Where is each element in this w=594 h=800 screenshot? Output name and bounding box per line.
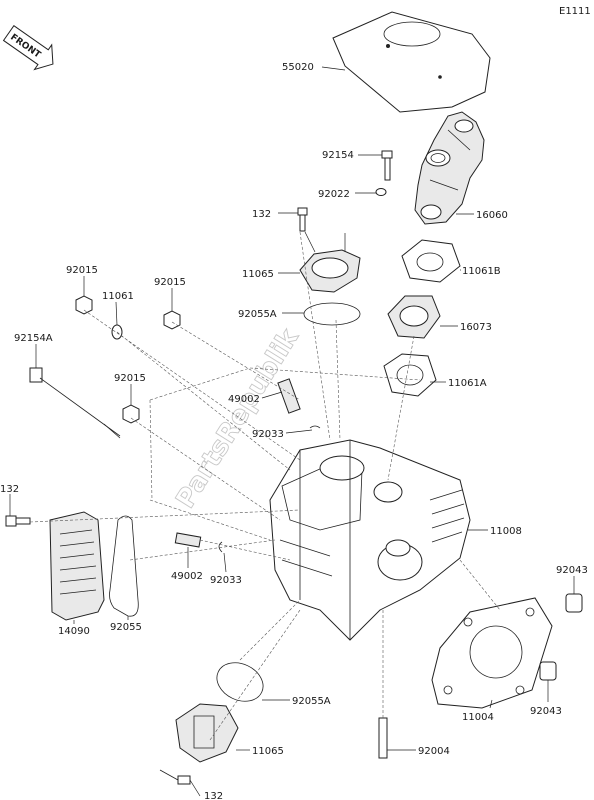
- part-92015-nut-c: [122, 404, 140, 424]
- part-label: 132: [204, 791, 223, 800]
- part-49002-tappet-upper: [277, 378, 301, 414]
- part-label: 92043: [530, 706, 562, 717]
- part-92043-dowel-upper: [565, 593, 583, 613]
- part-label: 92004: [418, 746, 450, 757]
- part-label: 132: [252, 209, 271, 220]
- part-label: 49002: [228, 394, 260, 405]
- part-92015-nut-b: [163, 310, 181, 330]
- part-92154-bolt: [381, 150, 393, 181]
- part-label: 14090: [58, 626, 90, 637]
- part-92055a-oring-lower: [216, 662, 264, 702]
- part-label: 16060: [476, 210, 508, 221]
- part-label: 11061B: [462, 266, 501, 277]
- part-132-bolts-lower: [159, 769, 191, 785]
- part-92154a-stud: [29, 367, 121, 439]
- part-label: 11061A: [448, 378, 487, 389]
- part-16060-intake-pipe: [414, 111, 485, 225]
- diagram-code: E1111: [559, 6, 591, 17]
- part-label: 92033: [252, 429, 284, 440]
- part-label: 92015: [66, 265, 98, 276]
- part-11061b-gasket: [401, 239, 461, 283]
- front-arrow-icon: FRONT: [2, 25, 54, 71]
- part-label: 92015: [114, 373, 146, 384]
- part-label: 11008: [490, 526, 522, 537]
- part-label: 92055A: [292, 696, 331, 707]
- part-92055a-oring-upper: [303, 302, 361, 326]
- part-label: 92022: [318, 189, 350, 200]
- part-132-bolts-upper: [297, 207, 308, 232]
- part-92022-washer: [375, 188, 387, 196]
- part-label: 92015: [154, 277, 186, 288]
- part-92033-clip-lower: [218, 541, 223, 553]
- part-label: 92154: [322, 150, 354, 161]
- part-92033-clip-upper: [309, 425, 321, 429]
- part-label: 11061: [102, 291, 134, 302]
- part-labels: 55020 92154 92022 16060 132 11065 11061B…: [0, 62, 588, 800]
- part-14090-side-cover: [49, 511, 105, 621]
- part-92043-dowel-lower: [539, 661, 557, 681]
- part-label: 49002: [171, 571, 203, 582]
- part-label: 11004: [462, 712, 494, 723]
- part-132-bolt-left: [5, 515, 31, 527]
- part-92004-stud: [378, 717, 388, 759]
- part-16073-insulator: [387, 295, 441, 339]
- part-11061a-gasket: [383, 353, 437, 397]
- part-label: 92033: [210, 575, 242, 586]
- part-92055-oring-side: [109, 515, 139, 617]
- leader-lines: [9, 66, 575, 797]
- part-label: 11065: [242, 269, 274, 280]
- part-label: 92154A: [14, 333, 53, 344]
- part-label: 55020: [282, 62, 314, 73]
- part-label: 132: [0, 484, 19, 495]
- part-55020-sheet: [332, 11, 491, 113]
- part-11065-cap-lower: [175, 703, 239, 763]
- part-label: 16073: [460, 322, 492, 333]
- part-92015-nut-a: [75, 295, 93, 315]
- part-11065-cap-upper: [299, 231, 361, 293]
- part-label: 92055A: [238, 309, 277, 320]
- part-label: 92055: [110, 622, 142, 633]
- part-11004-head-gasket: [431, 597, 553, 709]
- part-label: 11065: [252, 746, 284, 757]
- assembly-lines: [29, 231, 501, 741]
- part-label: 92043: [556, 565, 588, 576]
- part-11008-cylinder-head: [269, 439, 471, 641]
- part-49002-tappet-lower: [174, 532, 202, 548]
